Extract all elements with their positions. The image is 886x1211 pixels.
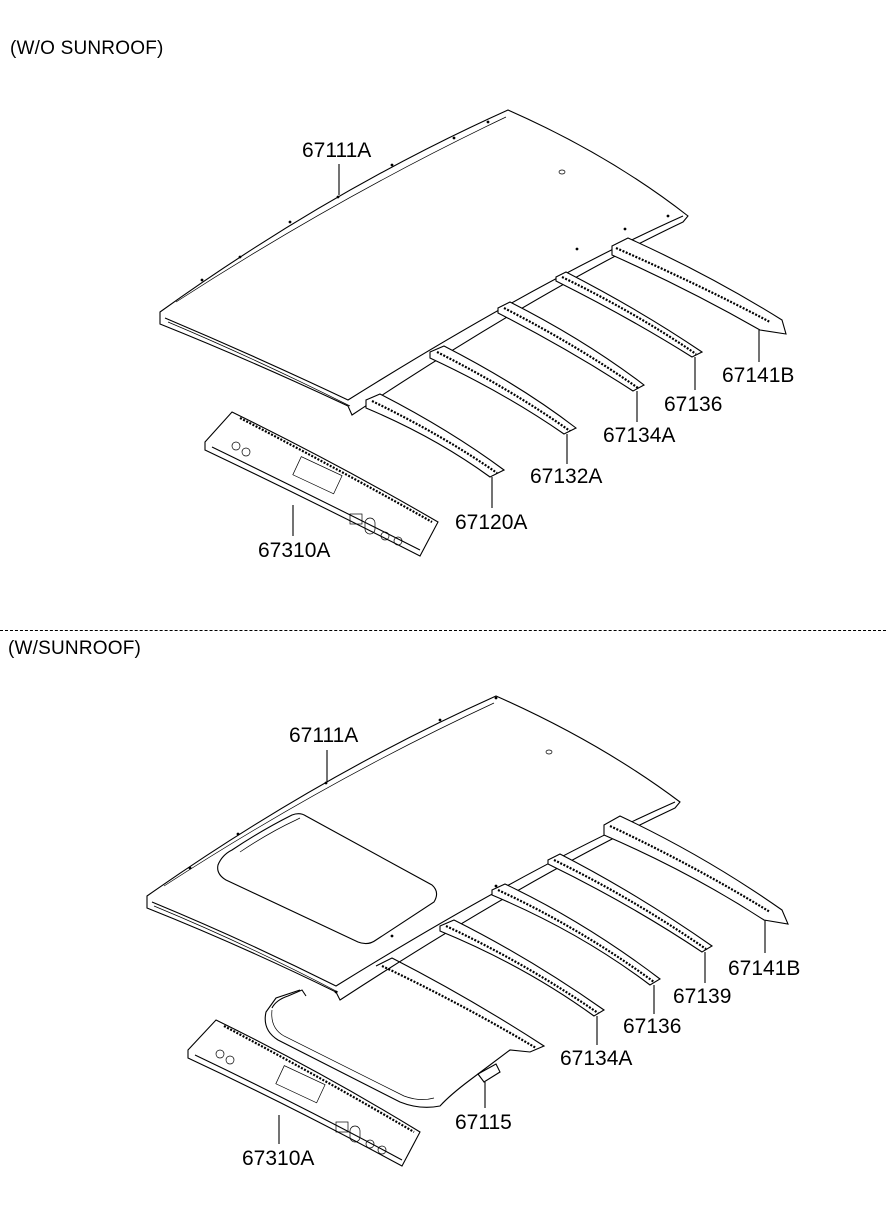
roof-bow-67136-bottom: [491, 883, 661, 986]
part-label-67134a-top: 67134A: [603, 424, 676, 447]
roof-rail-67141b-top: [611, 237, 787, 335]
part-label-67141b-top: 67141B: [722, 364, 795, 387]
part-label-67139-bottom: 67139: [673, 985, 732, 1008]
roof-panel-67111a-bottom: [146, 695, 681, 1001]
roof-bow-67134a-top: [497, 301, 646, 392]
section-title-without-sunroof: (W/O SUNROOF): [10, 38, 164, 59]
part-label-67310a-bottom: 67310A: [242, 1147, 315, 1170]
roof-bow-67134a-bottom: [439, 919, 606, 1017]
roof-panel-67111a-top: [159, 109, 689, 416]
part-label-67132a-top: 67132A: [530, 465, 603, 488]
section-divider: [0, 630, 886, 631]
part-label-67134a-bottom: 67134A: [560, 1047, 633, 1070]
cowl-panel-67310a-bottom: [187, 1019, 421, 1167]
front-rail-67120a-top: [365, 393, 506, 478]
part-label-67111a-top: 67111A: [302, 139, 372, 162]
part-label-67310a-top: 67310A: [258, 539, 331, 562]
part-label-67141b-bottom: 67141B: [728, 957, 801, 980]
section-title-with-sunroof: (W/SUNROOF): [8, 638, 142, 659]
cowl-panel-67310a-top: [204, 411, 439, 557]
part-label-67111a-bottom: 67111A: [289, 724, 359, 747]
part-label-67136-bottom: 67136: [623, 1015, 682, 1038]
part-label-67120a-top: 67120A: [455, 511, 528, 534]
roof-bow-67139-bottom: [547, 853, 714, 953]
sunroof-frame-67115-bottom: [264, 957, 546, 1108]
part-label-67136-top: 67136: [664, 393, 723, 416]
roof-rail-67141b-bottom: [603, 815, 789, 925]
part-label-67115-bottom: 67115: [455, 1111, 512, 1134]
roof-bow-67136-top: [555, 271, 704, 358]
roof-bow-67132a-top: [429, 345, 578, 435]
